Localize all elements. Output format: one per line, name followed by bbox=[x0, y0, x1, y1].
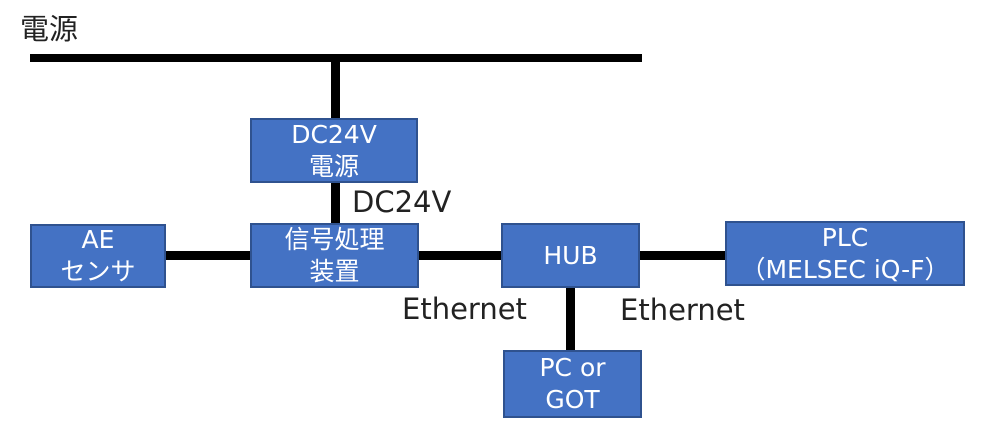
plc-line-2: （MELSEC iQ-F） bbox=[740, 254, 950, 284]
signal-processor-line-2: 装置 bbox=[309, 256, 360, 286]
sensor-to-signal-line bbox=[165, 251, 252, 260]
signal-to-hub-line bbox=[418, 251, 502, 260]
hub-to-pc-line bbox=[566, 286, 575, 352]
dc-power-line-1: DC24V bbox=[291, 119, 377, 149]
plc-box: PLC （MELSEC iQ-F） bbox=[725, 221, 965, 286]
pc-got-box: PC or GOT bbox=[503, 350, 642, 418]
ae-sensor-line-2: センサ bbox=[60, 257, 136, 286]
ethernet-label-right: Ethernet bbox=[620, 293, 745, 327]
dc24v-label: DC24V bbox=[352, 185, 452, 219]
ae-sensor-line-1: AE bbox=[81, 225, 115, 254]
ethernet-label-left: Ethernet bbox=[402, 292, 527, 326]
dc-power-box: DC24V 電源 bbox=[250, 118, 418, 183]
signal-processor-line-1: 信号処理 bbox=[284, 224, 385, 254]
hub-to-plc-line bbox=[638, 251, 727, 260]
dc-power-line-2: 電源 bbox=[308, 151, 359, 181]
hub-label: HUB bbox=[543, 240, 598, 270]
pc-got-line-1: PC or bbox=[539, 353, 606, 382]
ae-sensor-box: AE センサ bbox=[30, 224, 166, 288]
hub-box: HUB bbox=[501, 223, 640, 288]
bus-to-dc-power-line bbox=[331, 58, 340, 120]
plc-line-1: PLC bbox=[821, 222, 869, 252]
signal-processor-box: 信号処理 装置 bbox=[250, 223, 419, 288]
pc-got-line-2: GOT bbox=[545, 385, 600, 414]
dc-power-to-signal-line bbox=[331, 182, 340, 224]
power-title: 電源 bbox=[20, 12, 79, 46]
